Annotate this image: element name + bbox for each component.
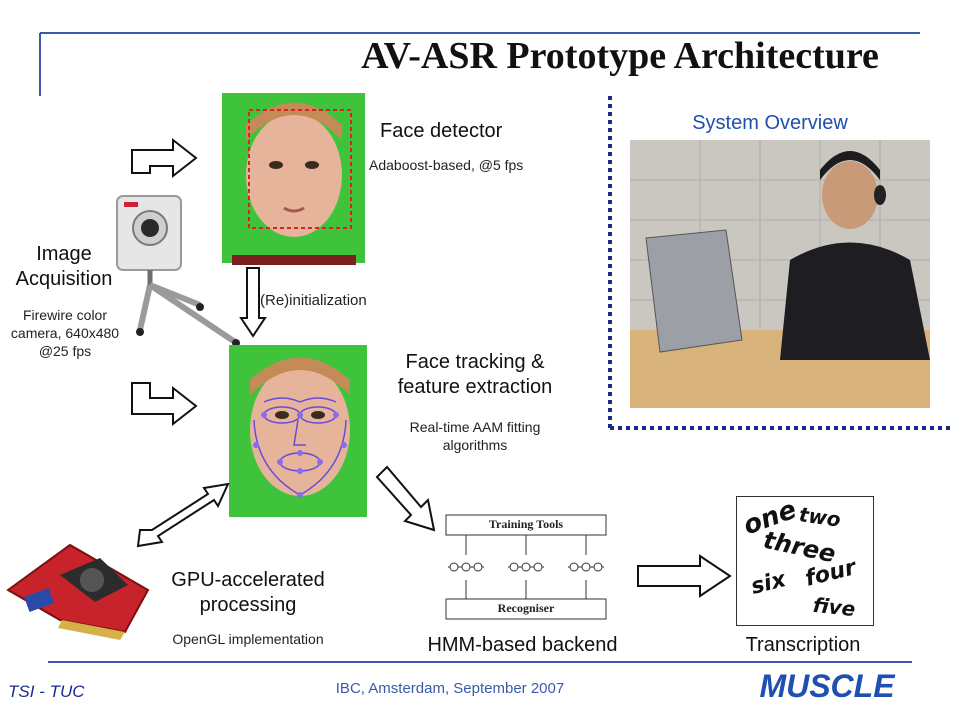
arrow-to-tracker — [131, 382, 198, 427]
image-acquisition-heading-line1: Image — [36, 243, 92, 265]
arrow-to-detector — [131, 137, 198, 179]
transcription-box: one two three six four five — [736, 495, 874, 626]
face-detector-heading: Face detector — [380, 120, 503, 142]
hmm-label: HMM-based backend — [427, 634, 618, 656]
footer-left: TSI - TUC — [8, 682, 85, 701]
gpu-double-arrow — [136, 482, 230, 548]
gpu-heading-line1: GPU-accelerated — [171, 569, 325, 591]
image-acquisition-detail-line2: camera, 640x480 — [10, 325, 120, 341]
arrow-to-hmm — [375, 465, 436, 532]
camera-icon — [116, 195, 240, 347]
face-tracking-detail-line1: Real-time AAM fitting — [409, 419, 541, 435]
image-acquisition-detail-line1: Firewire color — [22, 307, 107, 323]
face-tracking-heading-line1: Face tracking & — [405, 351, 545, 373]
face-tracking-heading-line2: feature extraction — [397, 376, 553, 398]
gpu-card-icon — [6, 543, 150, 640]
footer-center: IBC, Amsterdam, September 2007 — [335, 680, 565, 697]
face-tracking-heading: Face tracking & feature extraction — [380, 350, 570, 400]
system-overview-label: System Overview — [692, 112, 848, 134]
image-acquisition-detail: Firewire color camera, 640x480 @25 fps — [0, 306, 130, 360]
footer-right-logo: MUSCLE — [759, 668, 895, 704]
hmm-training-box: Training Tools — [488, 517, 564, 531]
gpu-detail: OpenGL implementation — [172, 631, 324, 647]
gpu-heading-line2: processing — [199, 594, 297, 616]
gpu-heading: GPU-accelerated processing — [148, 568, 348, 618]
arrow-to-transcription — [637, 554, 732, 598]
image-acquisition-detail-line3: @25 fps — [38, 343, 92, 359]
face-tracking-detail-line2: algorithms — [442, 437, 508, 453]
image-acquisition-heading: Image Acquisition — [2, 242, 126, 292]
transcription-label: Transcription — [745, 634, 861, 656]
hmm-recogniser-box: Recogniser — [497, 601, 555, 615]
reinit-label: (Re)initialization — [260, 292, 367, 309]
face-tracking-detail: Real-time AAM fitting algorithms — [385, 418, 565, 454]
image-acquisition-heading-line2: Acquisition — [15, 268, 113, 290]
slide-title: AV-ASR Prototype Architecture — [361, 35, 879, 77]
face-detector-detail: Adaboost-based, @5 fps — [369, 157, 524, 173]
